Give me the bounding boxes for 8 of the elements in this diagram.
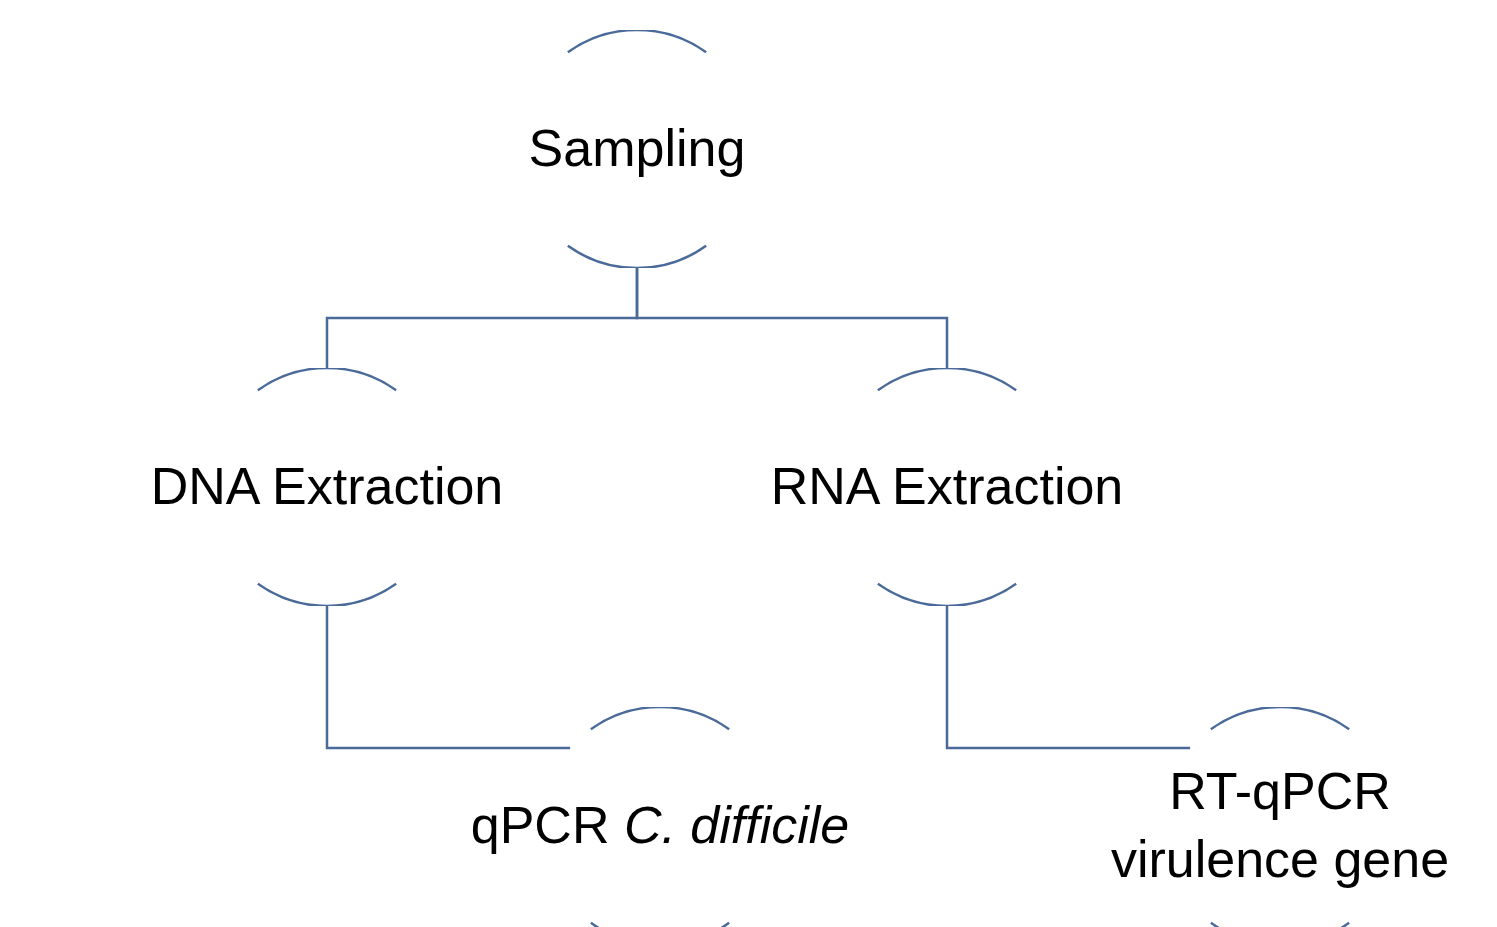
connector-line bbox=[325, 606, 571, 750]
node-label: RT-qPCR virulence gene bbox=[1109, 761, 1451, 890]
node-label: RNA Extraction bbox=[770, 456, 1124, 518]
connector-line bbox=[635, 268, 949, 368]
node-label: qPCR C. difficile bbox=[470, 795, 850, 857]
node-label: DNA Extraction bbox=[150, 456, 504, 518]
connector-line bbox=[945, 606, 1191, 750]
node-label: Sampling bbox=[528, 118, 746, 180]
